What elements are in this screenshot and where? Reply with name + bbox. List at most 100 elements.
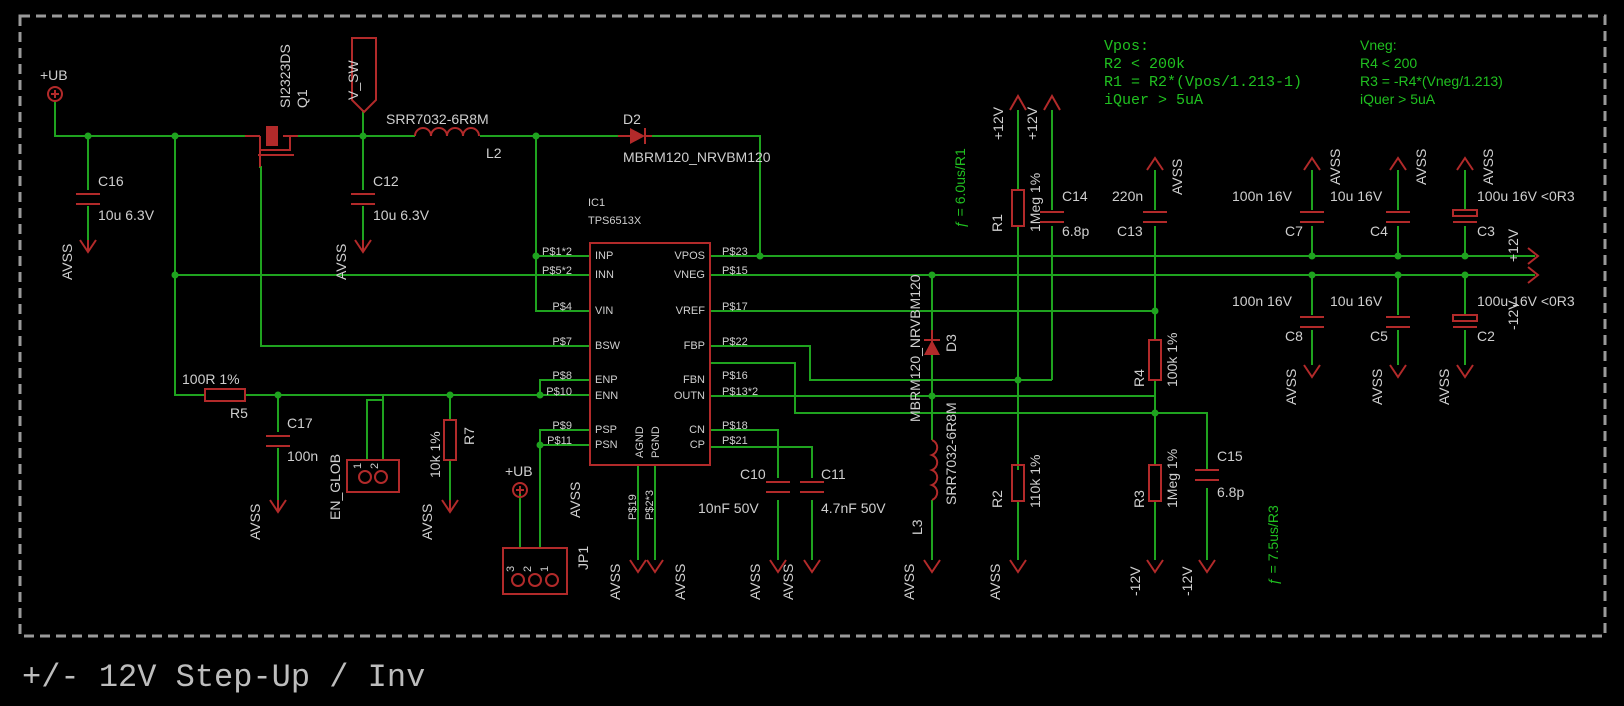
ic-pad-left: P$4: [552, 301, 572, 313]
ic-pin-enp: ENP: [595, 374, 618, 386]
svg-text:AVSS: AVSS: [672, 564, 688, 600]
c7-val: 100n 16V: [1232, 188, 1293, 204]
ic-pad-left: P$8: [552, 370, 572, 382]
svg-text:AVSS: AVSS: [780, 564, 796, 600]
ic-pad-right: P$18: [722, 420, 748, 432]
freq-note-r3: ƒ = 7.5us/R3: [1265, 505, 1281, 585]
d3-diode[interactable]: [924, 330, 940, 355]
en-glob-jumper[interactable]: [346, 459, 400, 493]
ic-pin-fbn: FBN: [683, 374, 705, 386]
ic-pin-enn: ENN: [595, 390, 618, 402]
d3-part: MBRM120_NRVBM120: [907, 274, 923, 422]
c17-ref: C17: [287, 415, 313, 431]
jp1-pin-2: 2: [522, 566, 534, 572]
l2-inductor[interactable]: [414, 127, 480, 137]
c7-ref: C7: [1285, 223, 1303, 239]
r1-val: 1Meg 1%: [1027, 173, 1043, 232]
c4-val: 10u 16V: [1330, 188, 1383, 204]
svg-text:-12V: -12V: [1505, 300, 1521, 330]
svg-text:Vneg:: Vneg:: [1360, 37, 1397, 53]
c17-val: 100n: [287, 448, 318, 464]
c2-val: 100u 16V <0R3: [1477, 293, 1575, 309]
svg-text:R2 < 200k: R2 < 200k: [1104, 56, 1185, 73]
c11-ref: C11: [821, 466, 846, 482]
d3-ref: D3: [943, 334, 959, 352]
sheet-title: +/- 12V Step-Up / Inv: [22, 659, 425, 696]
ic-pad-right: P$16: [722, 370, 748, 382]
svg-text:AVSS: AVSS: [1283, 369, 1299, 405]
ic1-body[interactable]: [589, 242, 711, 466]
c11-val: 4.7nF 50V: [821, 500, 886, 516]
en-glob-pin-2: 2: [369, 463, 381, 469]
ic-pin-bsw: BSW: [595, 340, 621, 352]
avss-labels: AVSS AVSS AVSS AVSS AVSS AVSS AVSS AVSS …: [59, 149, 1496, 600]
c2-ref: C2: [1477, 328, 1495, 344]
r7-ref: R7: [461, 427, 477, 445]
svg-text:AVSS: AVSS: [1169, 159, 1185, 195]
ic-pin-cp: CP: [690, 439, 705, 451]
ic1-ref: IC1: [588, 197, 605, 209]
junctions: [84, 132, 1469, 449]
svg-text:iQuer > 5uA: iQuer > 5uA: [1360, 91, 1436, 107]
svg-text:R4 < 200: R4 < 200: [1360, 55, 1417, 71]
r3-val: 1Meg 1%: [1164, 449, 1180, 508]
sheet-frame: [18, 14, 1607, 638]
svg-text:AVSS: AVSS: [1369, 369, 1385, 405]
resistor-symbols[interactable]: [204, 189, 1162, 502]
svg-text:R1 = R2*(Vpos/1.213-1): R1 = R2*(Vpos/1.213-1): [1104, 74, 1302, 91]
ic-pin-inn: INN: [595, 269, 614, 281]
ic-pin-fbp: FBP: [684, 340, 705, 352]
c14-ref: C14: [1062, 188, 1088, 204]
ic-pin-vpos: VPOS: [674, 250, 705, 262]
c8-ref: C8: [1285, 328, 1303, 344]
ic-pad-left: P$5*2: [542, 265, 572, 277]
en-glob-pin-1: 1: [352, 463, 364, 469]
d2-diode[interactable]: [618, 128, 652, 144]
svg-text:iQuer > 5uA: iQuer > 5uA: [1104, 92, 1203, 109]
c13-ref: C13: [1117, 223, 1143, 239]
ic-pin-cn: CN: [689, 424, 705, 436]
vsw-label-flag: [351, 37, 377, 114]
r4-val: 100k 1%: [1164, 333, 1180, 387]
c16-ref: C16: [98, 173, 124, 189]
svg-text:+12V: +12V: [990, 106, 1006, 140]
svg-text:AVSS: AVSS: [607, 564, 623, 600]
ic-pad-left: P$7: [552, 336, 572, 348]
ub-label: +UB: [40, 67, 68, 83]
c12-val: 10u 6.3V: [373, 207, 430, 223]
jp1-pin-3: 3: [505, 566, 517, 572]
ic-pin-vin: VIN: [595, 305, 613, 317]
r2-ref: R2: [989, 490, 1005, 508]
r5-val: 100R 1%: [182, 371, 240, 387]
ic-pin-vneg: VNEG: [674, 269, 705, 281]
en-glob-ref: EN_GLOB: [327, 454, 343, 520]
rail-labels: +12V +12V +12V -12V -12V -12V: [990, 106, 1521, 596]
svg-text:AVSS: AVSS: [247, 504, 263, 540]
q1-mosfet[interactable]: [245, 126, 298, 167]
ub-label-2: +UB: [505, 463, 533, 479]
c10-ref: C10: [740, 466, 766, 482]
ic-pin-outn: OUTN: [674, 390, 705, 402]
l3-inductor[interactable]: [929, 439, 939, 501]
capacitor-symbols[interactable]: [76, 193, 1478, 493]
ic-pad-left: P$9: [552, 420, 572, 432]
c3-ref: C3: [1477, 223, 1495, 239]
c14-val: 6.8p: [1062, 223, 1089, 239]
svg-text:-12V: -12V: [1179, 566, 1195, 596]
svg-text:AVSS: AVSS: [901, 564, 917, 600]
svg-text:AVSS: AVSS: [1436, 369, 1452, 405]
ic-pin-psp: PSP: [595, 424, 617, 436]
ic-pad-right: P$15: [722, 265, 748, 277]
l2-ref: L2: [486, 145, 502, 161]
c15-ref: C15: [1217, 448, 1243, 464]
ic-pad-bottom: P$19: [627, 494, 639, 520]
jp1-jumper[interactable]: [502, 547, 568, 595]
c5-ref: C5: [1370, 328, 1388, 344]
ub-supply-symbol: [47, 86, 528, 498]
svg-text:AVSS: AVSS: [987, 564, 1003, 600]
vsw-label: V_SW: [345, 60, 361, 100]
l3-ref: L3: [909, 519, 925, 535]
c13-val: 220n: [1112, 188, 1143, 204]
wires: [54, 100, 1535, 560]
